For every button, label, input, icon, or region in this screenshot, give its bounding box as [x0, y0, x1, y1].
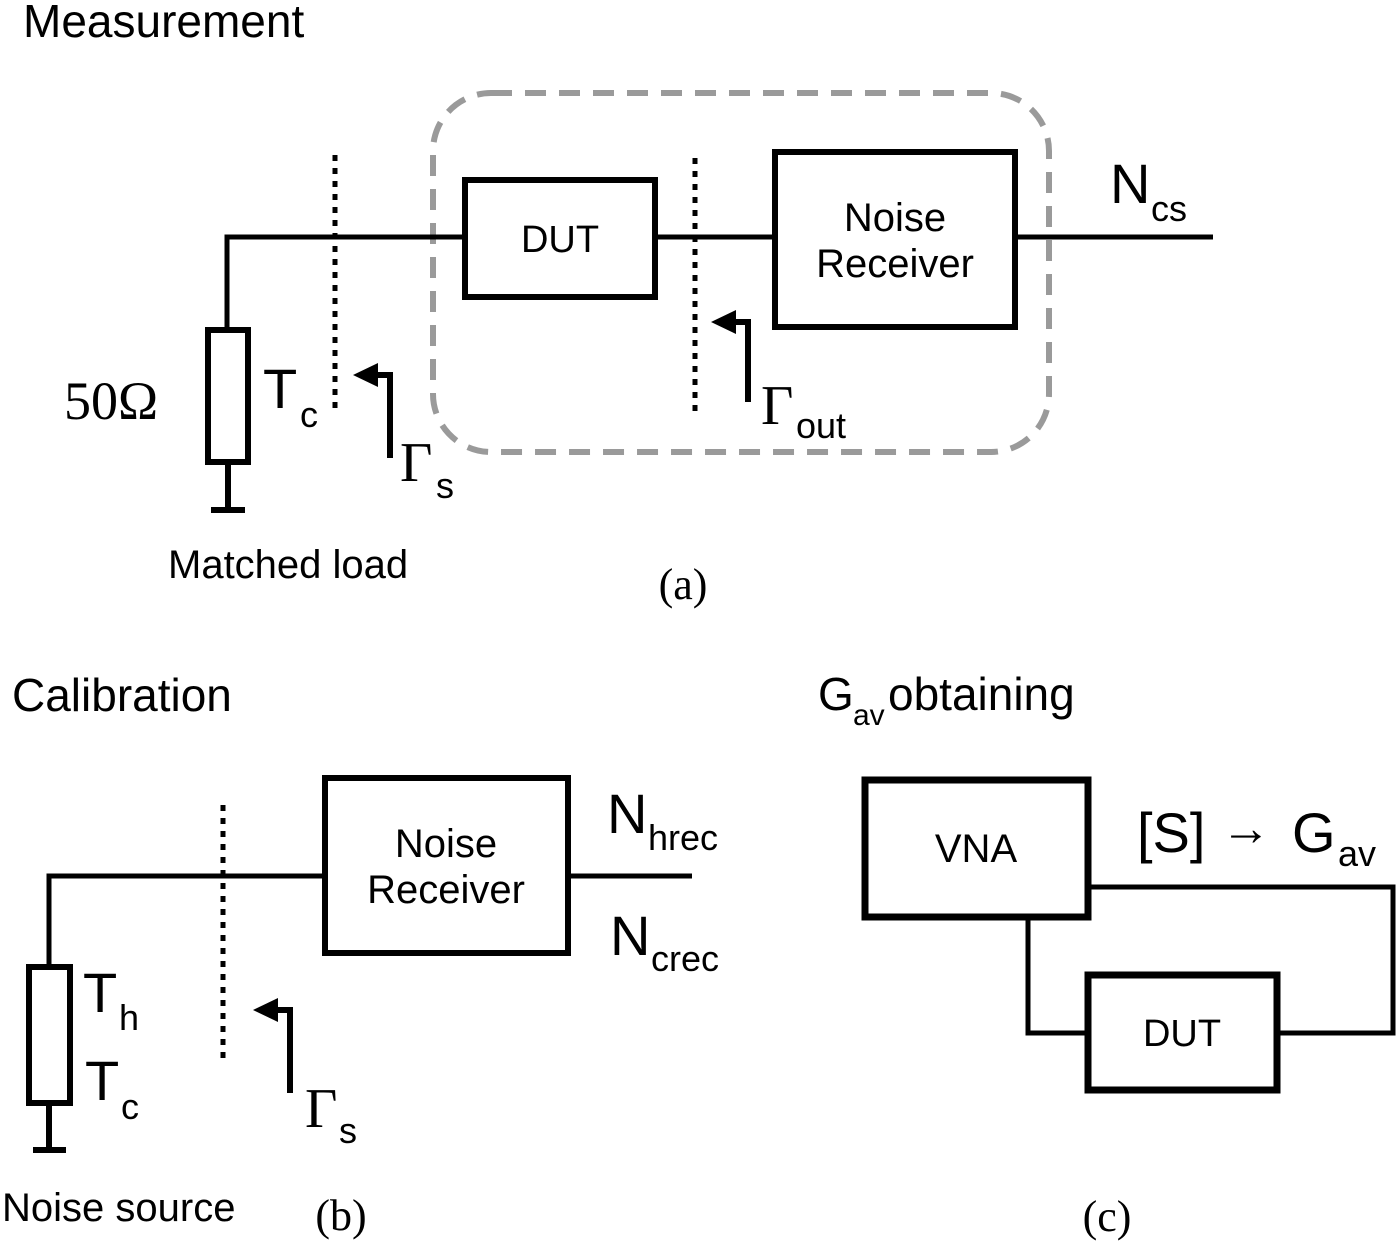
gamma-s-subscript: s [436, 465, 454, 506]
wire-load-to-dut [224, 234, 465, 333]
dashed-system-outline [430, 90, 1052, 455]
formula-gav-subscript: av [1338, 833, 1376, 874]
output-ncrec-subscript: crec [651, 938, 719, 979]
noise-receiver-label-line2: Receiver [367, 868, 525, 912]
temp-cold-subscript: c [300, 394, 318, 435]
vna-label: VNA [935, 827, 1018, 871]
wire-source-to-receiver [46, 873, 325, 970]
section-b-calibration: Calibration Noise source T h T c Γ s Noi… [2, 669, 719, 1240]
matched-load-resistor [205, 327, 251, 465]
section-c-title-subscript: av [853, 699, 885, 732]
load-value-label: 50Ω [64, 371, 158, 431]
dut-box [462, 177, 658, 300]
matched-load-caption: Matched load [168, 543, 408, 587]
gamma-out-symbol: Γ [761, 375, 793, 437]
gamma-out-arrowhead [711, 310, 736, 334]
vna-box [861, 776, 1092, 921]
wire-vna-to-dut-left [1025, 912, 1088, 1036]
noise-source-caption: Noise source [2, 1186, 235, 1230]
section-c-gav-obtaining: G av obtaining VNA [S] → G av DUT (c) [818, 668, 1396, 1241]
dut-box [1084, 971, 1281, 1094]
gamma-out-subscript: out [796, 405, 846, 446]
noise-receiver-box [322, 775, 571, 956]
noise-source-resistor [26, 964, 73, 1106]
gamma-s-arrowhead [253, 998, 278, 1022]
gamma-s-symbol: Γ [305, 1078, 337, 1140]
formula-gav-symbol: G [1292, 801, 1336, 864]
wire-vna-to-dut-right [1085, 884, 1396, 1036]
output-nhrec-subscript: hrec [648, 817, 718, 858]
caption-c: (c) [1083, 1192, 1132, 1241]
section-a-title: Measurement [23, 0, 304, 47]
noise-receiver-label-line1: Noise [844, 196, 946, 240]
section-c-title-symbol: G [818, 668, 854, 720]
noise-receiver-label-line2: Receiver [816, 242, 974, 286]
dut-label: DUT [521, 219, 599, 261]
caption-b: (b) [315, 1191, 366, 1240]
gamma-s-arrowhead [353, 363, 378, 387]
noise-receiver-label-line1: Noise [395, 822, 497, 866]
temp-hot-subscript: h [119, 997, 139, 1038]
section-a-measurement: Measurement 50Ω Matched load T c Γ s DUT… [23, 0, 1213, 609]
output-nhrec-symbol: N [607, 782, 647, 845]
formula-arrow: → [1221, 800, 1271, 856]
formula-s-matrix: [S] [1137, 801, 1205, 864]
section-b-title: Calibration [12, 669, 232, 721]
temp-hot-symbol: T [83, 961, 117, 1024]
gamma-s-arrow-stem [374, 372, 393, 458]
temp-cold-symbol: T [263, 357, 297, 420]
gamma-s-arrow-stem [274, 1007, 293, 1093]
gamma-s-subscript: s [339, 1110, 357, 1151]
output-ncs-subscript: cs [1151, 188, 1187, 229]
gamma-out-arrow-stem [732, 319, 751, 402]
caption-a: (a) [659, 560, 708, 609]
output-ncs-symbol: N [1110, 152, 1150, 215]
temp-cold-symbol: T [85, 1049, 119, 1112]
output-ncrec-symbol: N [610, 904, 650, 967]
gamma-s-symbol: Γ [400, 432, 432, 494]
dut-label: DUT [1143, 1013, 1221, 1055]
noise-receiver-box [772, 149, 1018, 330]
section-c-title-rest: obtaining [888, 668, 1075, 720]
temp-cold-subscript: c [121, 1086, 139, 1127]
